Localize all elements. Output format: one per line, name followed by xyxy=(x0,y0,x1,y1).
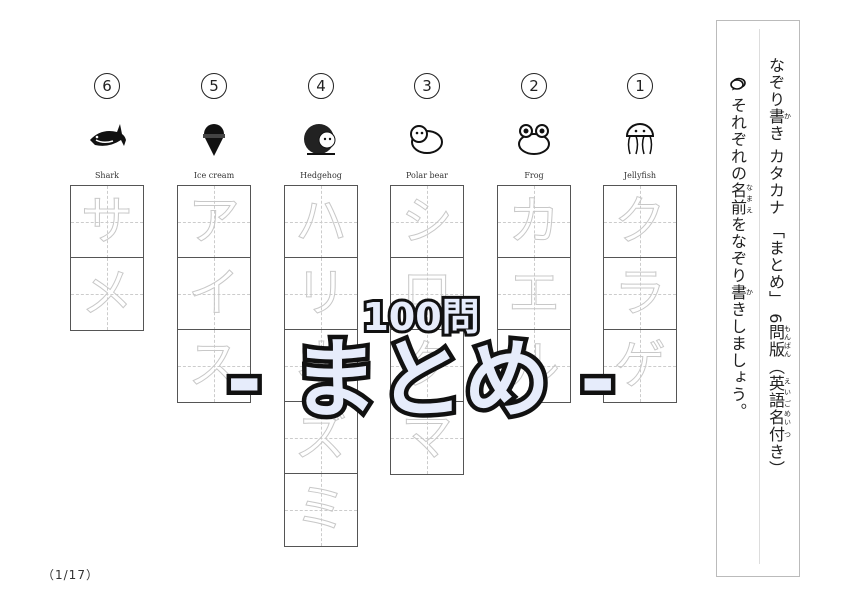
frog-icon xyxy=(518,124,550,155)
instruction-text: それぞれの名前なまえをなぞり書かきしましょう。 xyxy=(728,97,754,420)
tracing-character: ク xyxy=(400,336,453,397)
tracing-box[interactable]: エ xyxy=(497,257,571,331)
page-number: （1/17） xyxy=(42,568,99,582)
english-name: Ice cream xyxy=(193,171,235,180)
tracing-character: イ xyxy=(187,264,240,325)
tracing-box[interactable]: ミ xyxy=(284,473,358,547)
tracing-box[interactable]: ク xyxy=(603,185,677,259)
instruction-panel: なぞり書かき カタカナ 「まとめ」 6問もん版ばん（英語えいご名めい付つき） そ… xyxy=(716,20,800,577)
tracing-box[interactable]: カ xyxy=(497,185,571,259)
item-number: 3 xyxy=(414,73,440,99)
tracing-character: ロ xyxy=(400,264,453,325)
hedgehog-icon xyxy=(304,124,336,155)
tracing-box[interactable]: イ xyxy=(177,257,251,331)
tracing-box[interactable]: ネ xyxy=(284,329,358,403)
ice-cream-icon xyxy=(203,124,225,156)
tracing-character: エ xyxy=(507,264,560,325)
tracing-character: ミ xyxy=(294,480,347,541)
tracing-box[interactable]: マ xyxy=(390,401,464,475)
item-number: 5 xyxy=(201,73,227,99)
tracing-character: カ xyxy=(507,192,560,253)
tracing-character: リ xyxy=(294,264,347,325)
tracing-box[interactable]: ア xyxy=(177,185,251,259)
tracing-character: マ xyxy=(400,408,453,469)
english-name: Hedgehog xyxy=(300,171,342,180)
tracing-box[interactable]: ズ xyxy=(284,401,358,475)
tracing-character: ス xyxy=(187,336,240,397)
tracing-character: ク xyxy=(613,192,666,253)
tracing-box[interactable]: ス xyxy=(177,329,251,403)
tracing-character: サ xyxy=(80,192,133,253)
tracing-box[interactable]: ラ xyxy=(603,257,677,331)
tracing-character: ネ xyxy=(294,336,347,397)
tracing-box[interactable]: ゲ xyxy=(603,329,677,403)
tracing-character: シ xyxy=(400,192,453,253)
tracing-character: ズ xyxy=(294,408,347,469)
tracing-box[interactable]: メ xyxy=(70,257,144,331)
item-number: 2 xyxy=(521,73,547,99)
tracing-character: ゲ xyxy=(613,336,666,397)
panel-divider xyxy=(759,29,760,564)
english-name: Polar bear xyxy=(405,171,449,180)
english-name: Shark xyxy=(94,171,120,180)
tracing-character: ア xyxy=(187,192,240,253)
tracing-character: ラ xyxy=(613,264,666,325)
speech-bubble-icon xyxy=(730,77,746,91)
tracing-box[interactable]: シ xyxy=(390,185,464,259)
tracing-box[interactable]: ロ xyxy=(390,257,464,331)
summary-title-banner: - まとめ - xyxy=(222,326,620,435)
item-number: 1 xyxy=(627,73,653,99)
tracing-box[interactable]: ハ xyxy=(284,185,358,259)
jellyfish-icon xyxy=(625,123,655,155)
item-number: 4 xyxy=(308,73,334,99)
count-banner: 100問 xyxy=(359,292,482,342)
tracing-character: メ xyxy=(80,264,133,325)
tracing-character: ル xyxy=(507,336,560,397)
tracing-character: ハ xyxy=(294,192,347,253)
tracing-box[interactable]: サ xyxy=(70,185,144,259)
worksheet-title: なぞり書かき カタカナ 「まとめ」 6問もん版ばん（英語えいご名めい付つき） xyxy=(766,57,792,478)
tracing-box[interactable]: ル xyxy=(497,329,571,403)
tracing-box[interactable]: リ xyxy=(284,257,358,331)
polar-bear-icon xyxy=(410,125,443,154)
english-name: Frog xyxy=(524,171,544,180)
shark-icon xyxy=(90,124,126,146)
item-number: 6 xyxy=(94,73,120,99)
english-name: Jellyfish xyxy=(623,171,657,180)
tracing-box[interactable]: ク xyxy=(390,329,464,403)
